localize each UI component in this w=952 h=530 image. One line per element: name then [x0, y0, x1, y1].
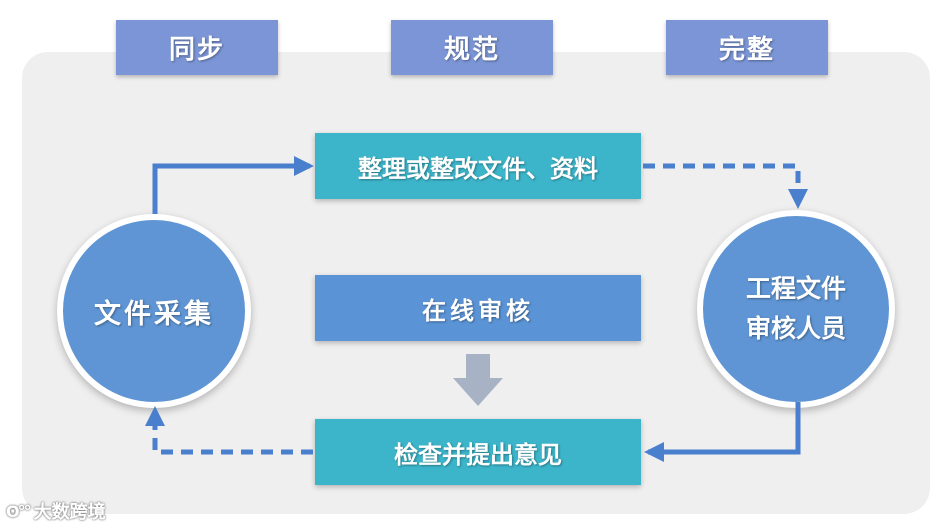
arrow-reviewer-to-check — [644, 402, 801, 462]
down-arrow-review-to-check — [453, 354, 503, 406]
arrow-organize-to-reviewer — [643, 163, 808, 209]
box-check-comments: 检查并提出意见 — [315, 419, 641, 485]
watermark-text: 大数跨境 — [33, 502, 106, 523]
header-standard: 规范 — [391, 20, 553, 75]
circle-file-collection: 文件采集 — [57, 214, 251, 408]
circle-file-collection-label: 文件采集 — [94, 298, 214, 330]
header-sync: 同步 — [116, 20, 278, 75]
arrow-check-to-collect — [145, 406, 313, 455]
box-organize-files: 整理或整改文件、资料 — [315, 133, 641, 199]
circle-reviewer-line1: 工程文件 — [745, 274, 846, 303]
circle-reviewer-line2: 审核人员 — [745, 314, 846, 343]
watermark: Ꙩ°° 大数跨境 — [6, 498, 106, 524]
arrow-collect-to-organize — [152, 156, 314, 214]
circle-reviewer: 工程文件 审核人员 — [697, 210, 895, 408]
box-online-review: 在线审核 — [315, 275, 641, 341]
watermark-logo-icon: Ꙩ°° — [6, 501, 32, 521]
header-complete: 完整 — [666, 20, 828, 75]
